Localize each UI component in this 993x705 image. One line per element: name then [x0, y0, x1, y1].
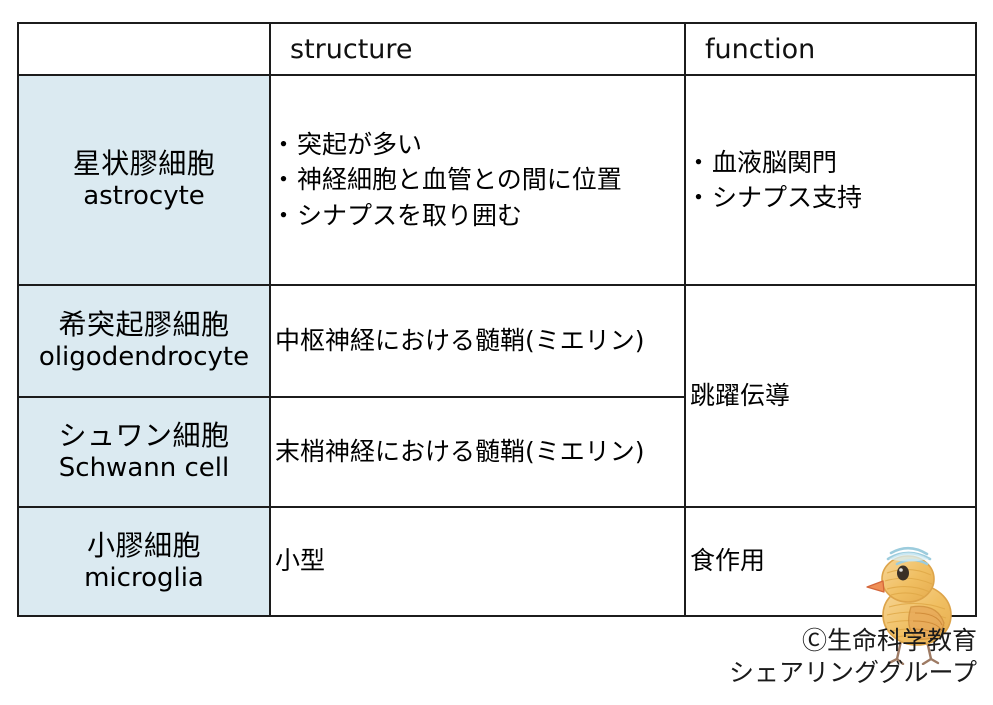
header-cell-structure: structure [269, 22, 686, 76]
function-text-saltatory-conduction: 跳躍伝導 [690, 380, 791, 410]
cell-function-microglia: 食作用 [684, 506, 977, 617]
cell-name-microglia: 小膠細胞 microglia [17, 506, 271, 617]
table-header-row: structure function [17, 22, 977, 76]
function-list-astrocyte: 血液脳関門 シナプス支持 [686, 145, 975, 216]
cell-structure-schwann-cell: 末梢神経における髄鞘(ミエリン) [269, 396, 686, 508]
cell-structure-oligodendrocyte: 中枢神経における髄鞘(ミエリン) [269, 284, 686, 398]
table-row-schwann-cell: シュワン細胞 Schwann cell 末梢神経における髄鞘(ミエリン) [17, 396, 976, 508]
table-row-oligodendrocyte: 希突起膠細胞 oligodendrocyte 中枢神経における髄鞘(ミエリン) … [17, 284, 977, 508]
structure-text-oligodendrocyte: 中枢神経における髄鞘(ミエリン) [275, 325, 645, 355]
list-item: シナプス支持 [686, 180, 975, 216]
cell-name-astrocyte: 星状膠細胞 astrocyte [17, 74, 271, 286]
list-item: 血液脳関門 [686, 145, 975, 181]
credit-block: Ⓒ生命科学教育 シェアリンググループ [709, 625, 977, 689]
name-en-schwann-cell: Schwann cell [58, 453, 230, 484]
function-text-microglia: 食作用 [690, 546, 766, 576]
name-en-microglia: microglia [84, 562, 204, 593]
structure-text-microglia: 小型 [275, 546, 326, 576]
name-en-astrocyte: astrocyte [83, 181, 205, 212]
list-item: 突起が多い [271, 127, 684, 163]
header-cell-function: function [684, 22, 977, 76]
credit-line-2: シェアリンググループ [728, 658, 977, 687]
table-row-microglia: 小膠細胞 microglia 小型 食作用 [17, 506, 977, 617]
cell-structure-astrocyte: 突起が多い 神経細胞と血管との間に位置 シナプスを取り囲む [269, 74, 686, 286]
cell-name-oligodendrocyte: 希突起膠細胞 oligodendrocyte [17, 284, 271, 398]
header-label-structure: structure [290, 33, 413, 65]
table-row-astrocyte: 星状膠細胞 astrocyte 突起が多い 神経細胞と血管との間に位置 シナプス… [17, 74, 977, 286]
list-item: シナプスを取り囲む [271, 198, 684, 234]
name-jp-oligodendrocyte: 希突起膠細胞 [58, 308, 230, 342]
name-en-oligodendrocyte: oligodendrocyte [38, 342, 250, 373]
cell-function-astrocyte: 血液脳関門 シナプス支持 [684, 74, 977, 286]
cell-function-saltatory-conduction: 跳躍伝導 [684, 284, 977, 508]
structure-text-schwann-cell: 末梢神経における髄鞘(ミエリン) [275, 436, 645, 466]
cell-name-schwann-cell: シュワン細胞 Schwann cell [17, 396, 271, 508]
name-jp-schwann-cell: シュワン細胞 [58, 419, 230, 453]
cell-structure-microglia: 小型 [269, 506, 686, 617]
structure-list-astrocyte: 突起が多い 神経細胞と血管との間に位置 シナプスを取り囲む [271, 127, 684, 234]
header-cell-blank [17, 22, 271, 76]
list-item: 神経細胞と血管との間に位置 [271, 162, 684, 198]
glia-cell-comparison-table: structure function 星状膠細胞 astrocyte 突起が多い… [17, 22, 977, 617]
name-jp-astrocyte: 星状膠細胞 [72, 147, 216, 181]
header-label-function: function [705, 33, 816, 65]
credit-line-1: Ⓒ生命科学教育 [801, 626, 977, 655]
name-jp-microglia: 小膠細胞 [86, 528, 201, 562]
